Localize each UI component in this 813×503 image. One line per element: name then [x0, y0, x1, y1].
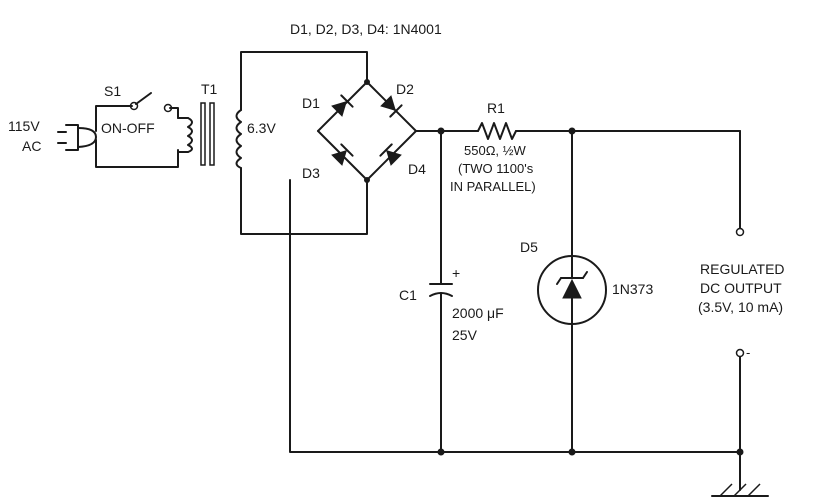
capacitor	[429, 130, 453, 453]
output-label-line3: (3.5V, 10 mA)	[698, 299, 783, 315]
primary-wiring	[95, 105, 179, 168]
capacitor-polarity: +	[452, 265, 460, 281]
diode-d2	[380, 95, 403, 118]
zener-ref-label: D5	[520, 239, 538, 255]
ac-plug	[57, 124, 97, 151]
capacitor-value-label: 2000 μF	[452, 305, 504, 321]
resistor-note-2: IN PARALLEL)	[450, 179, 536, 194]
output-label-line1: REGULATED	[700, 261, 785, 277]
diode-d1	[331, 94, 354, 117]
transformer-ref-label: T1	[201, 81, 218, 97]
transformer	[177, 102, 242, 169]
d1-label: D1	[302, 95, 320, 111]
d3-label: D3	[302, 165, 320, 181]
secondary-wiring	[240, 51, 368, 235]
power-switch	[129, 92, 173, 113]
resistor-note-1: (TWO 1100's	[458, 161, 534, 176]
positive-rail	[415, 122, 741, 229]
switch-label: ON-OFF	[101, 120, 155, 136]
diode-list-label: D1, D2, D3, D4: 1N4001	[290, 21, 442, 37]
diode-d4	[379, 143, 402, 166]
output-label-line2: DC OUTPUT	[700, 280, 782, 296]
switch-ref-label: S1	[104, 83, 121, 99]
d4-label: D4	[408, 161, 426, 177]
ground-symbol	[711, 483, 769, 497]
d2-label: D2	[396, 81, 414, 97]
resistor-ref-label: R1	[487, 100, 505, 116]
output-minus-label: -	[746, 345, 750, 360]
diode-d3	[331, 143, 354, 166]
resistor-value-label: 550Ω, ½W	[464, 143, 526, 158]
bridge-rectifier	[317, 79, 417, 183]
input-voltage-label: 115V	[8, 118, 40, 134]
zener-diode	[537, 130, 607, 453]
input-type-label: AC	[22, 138, 41, 154]
output-terminals	[735, 227, 745, 491]
transformer-secondary-label: 6.3V	[247, 120, 276, 136]
capacitor-voltage-label: 25V	[452, 327, 478, 343]
ground-rail	[289, 179, 744, 456]
capacitor-ref-label: C1	[399, 287, 417, 303]
zener-part-label: 1N373	[612, 281, 653, 297]
